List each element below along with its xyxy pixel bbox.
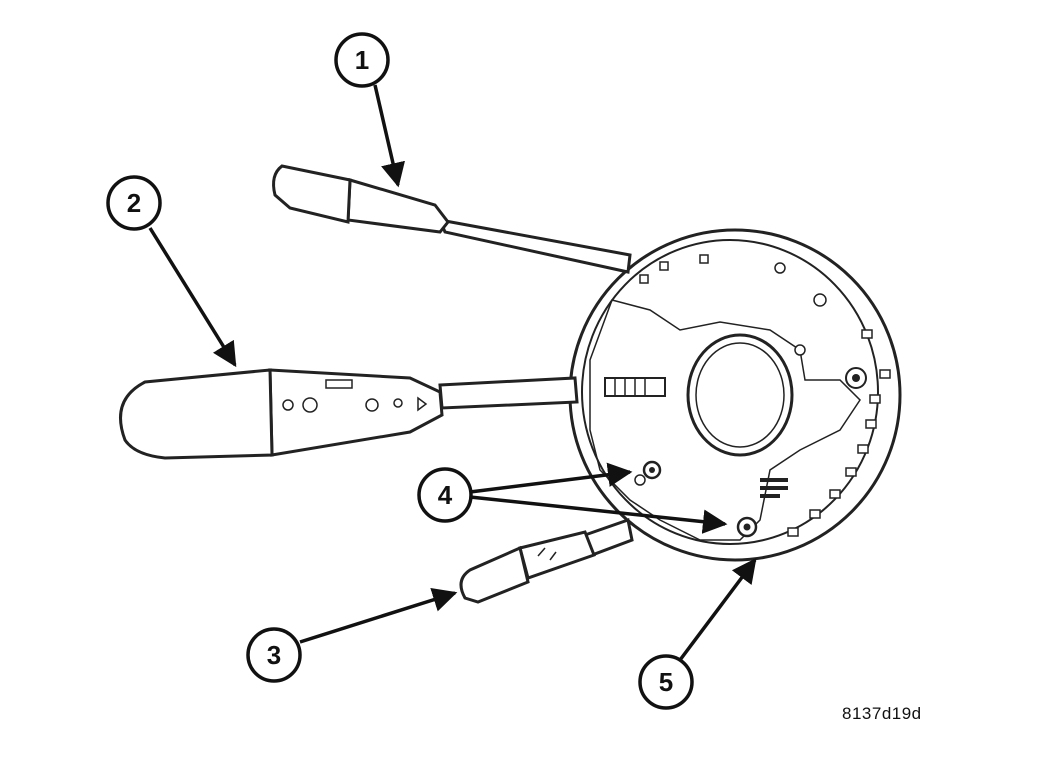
- leader-4b: [469, 495, 728, 534]
- callout-4: 4: [417, 467, 473, 523]
- leader-5: [678, 558, 757, 662]
- svg-text:5: 5: [659, 667, 673, 697]
- svg-text:4: 4: [438, 480, 453, 510]
- lower-switch-stalk: [459, 518, 634, 604]
- figure-id: 8137d19d: [842, 704, 922, 723]
- callout-5: 5: [638, 654, 694, 710]
- left-switch-stalk: [119, 368, 579, 460]
- callout-3: 3: [246, 627, 302, 683]
- leader-3: [299, 587, 458, 644]
- callout-1: 1: [334, 32, 390, 88]
- callout-leaders: [148, 84, 757, 662]
- leader-2: [148, 227, 237, 368]
- svg-text:3: 3: [267, 640, 281, 670]
- svg-text:1: 1: [355, 45, 369, 75]
- upper-switch-stalk: [272, 164, 632, 274]
- switch-housing: [568, 228, 902, 562]
- leader-1: [373, 84, 405, 188]
- callout-2: 2: [106, 175, 162, 231]
- leader-4a: [469, 462, 633, 494]
- svg-text:2: 2: [127, 188, 141, 218]
